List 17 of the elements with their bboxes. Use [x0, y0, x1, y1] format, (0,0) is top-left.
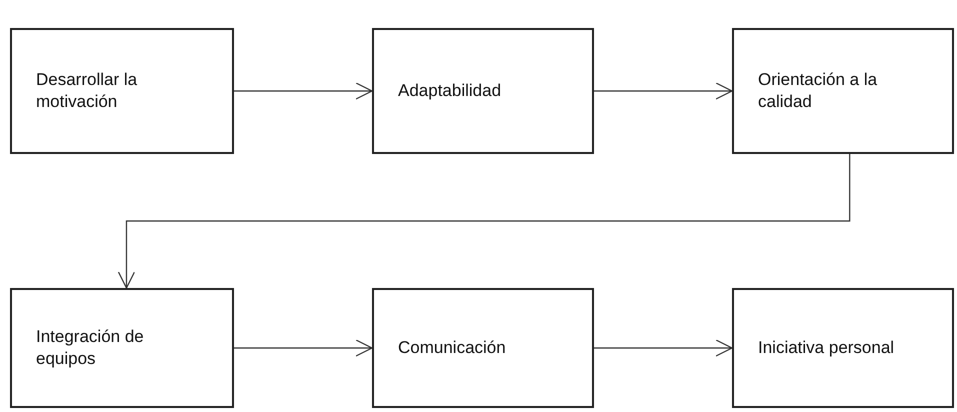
arrow — [594, 339, 733, 357]
box-label: Iniciativa personal — [758, 337, 896, 359]
arrow — [594, 82, 733, 100]
box-label: Adaptabilidad — [398, 80, 502, 102]
box-label: Desarrollar la motivación — [36, 69, 138, 113]
process-box — [372, 28, 594, 154]
arrow — [234, 339, 373, 357]
box-label: Comunicación — [398, 337, 507, 359]
box-label: Orientación a la calidad — [758, 69, 878, 113]
process-box — [372, 288, 594, 408]
process-box — [10, 288, 234, 408]
box-label: Integración de equipos — [36, 326, 145, 370]
process-box — [732, 288, 954, 408]
arrow — [118, 154, 850, 289]
process-box — [10, 28, 234, 154]
process-box — [732, 28, 954, 154]
arrow — [234, 82, 373, 100]
